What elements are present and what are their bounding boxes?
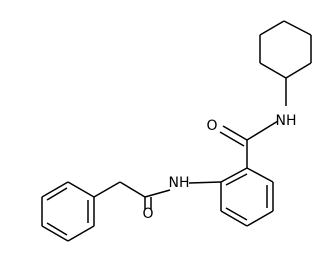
amide-o-right-label: O <box>206 118 217 134</box>
phenyl-ring <box>41 181 95 242</box>
bond-cyclohexyl-4 <box>285 62 312 79</box>
bond-ring-to-nh <box>188 181 222 184</box>
bond-phenyl-2 <box>41 181 69 198</box>
bond-aryl-6-inner <box>225 173 248 186</box>
bond-aryl-6 <box>220 167 248 183</box>
bond-ch2-to-phenyl <box>93 181 121 198</box>
bond-cyclohexyl-1 <box>259 20 285 36</box>
bond-aryl-3 <box>246 210 274 227</box>
bond-aryl-4 <box>220 210 248 227</box>
bond-aryl-4-inner <box>225 207 248 221</box>
amide-nh-right-label: NH <box>276 113 297 129</box>
amide-nh-left-label: NH <box>169 175 190 191</box>
left-amide-linkage <box>93 181 222 209</box>
bond-nh-to-carbonyl <box>246 120 279 141</box>
bond-phenyl-1 <box>67 181 95 198</box>
bond-carbonyl-to-ch2 <box>119 181 146 198</box>
anthranilamide-ring <box>220 167 274 227</box>
bond-aryl-1 <box>246 167 274 183</box>
bond-cyclohexyl-2 <box>283 20 312 36</box>
cyclohexyl-ring <box>259 20 312 79</box>
bond-carbonyl-double-a <box>222 125 248 141</box>
bond-carbonyl-double-b <box>219 131 245 147</box>
bond-phenyl-4 <box>41 225 69 242</box>
bond-cyclohexyl-5 <box>259 62 287 79</box>
amide-o-left-label: O <box>142 206 153 222</box>
bond-phenyl-5 <box>67 225 95 242</box>
bond-nh-to-left-carbonyl <box>144 189 171 198</box>
right-amide-linkage <box>219 78 287 168</box>
bond-phenyl-2-inner <box>46 187 68 201</box>
bond-phenyl-4-inner <box>46 222 68 236</box>
